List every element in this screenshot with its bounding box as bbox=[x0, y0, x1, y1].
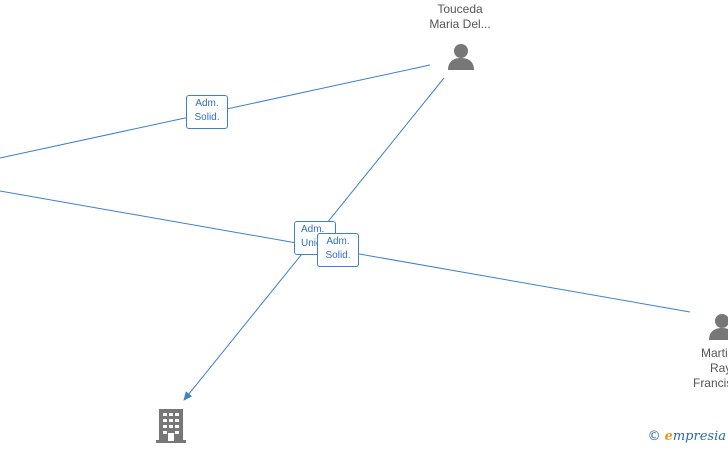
edge-label-role: Adm. bbox=[326, 236, 350, 247]
edge-label-type: Solid. bbox=[194, 112, 220, 123]
person-icon[interactable] bbox=[448, 44, 474, 70]
copyright-symbol: © bbox=[647, 429, 661, 444]
node-label-line: Raya bbox=[709, 361, 728, 375]
edge-label-role: Adm. bbox=[301, 224, 325, 235]
node-label-line: Martinez bbox=[700, 346, 728, 360]
node-label-touceda[interactable]: Touceda Maria Del... bbox=[420, 2, 500, 32]
company-building-icon[interactable] bbox=[156, 409, 186, 443]
node-label-martinez[interactable]: Martinez Raya Francisco... bbox=[684, 346, 728, 391]
brand-watermark: ©empresia bbox=[648, 429, 726, 444]
edge-label-type: Solid. bbox=[325, 250, 351, 261]
node-label-line: Francisco... bbox=[692, 376, 728, 390]
node-label-line: Touceda bbox=[437, 2, 483, 16]
edge-label-type: Unico bbox=[301, 238, 327, 249]
edge-label-center-front: Adm. Solid. bbox=[317, 233, 359, 267]
node-label-line: Maria Del... bbox=[429, 17, 491, 31]
brand-initial: e bbox=[664, 429, 673, 444]
edge-label-role: Adm. bbox=[195, 98, 219, 109]
edge-label-left-top: Adm. Solid. bbox=[186, 95, 228, 129]
person-icon[interactable] bbox=[709, 314, 728, 340]
brand-name: mpresia bbox=[672, 429, 726, 444]
